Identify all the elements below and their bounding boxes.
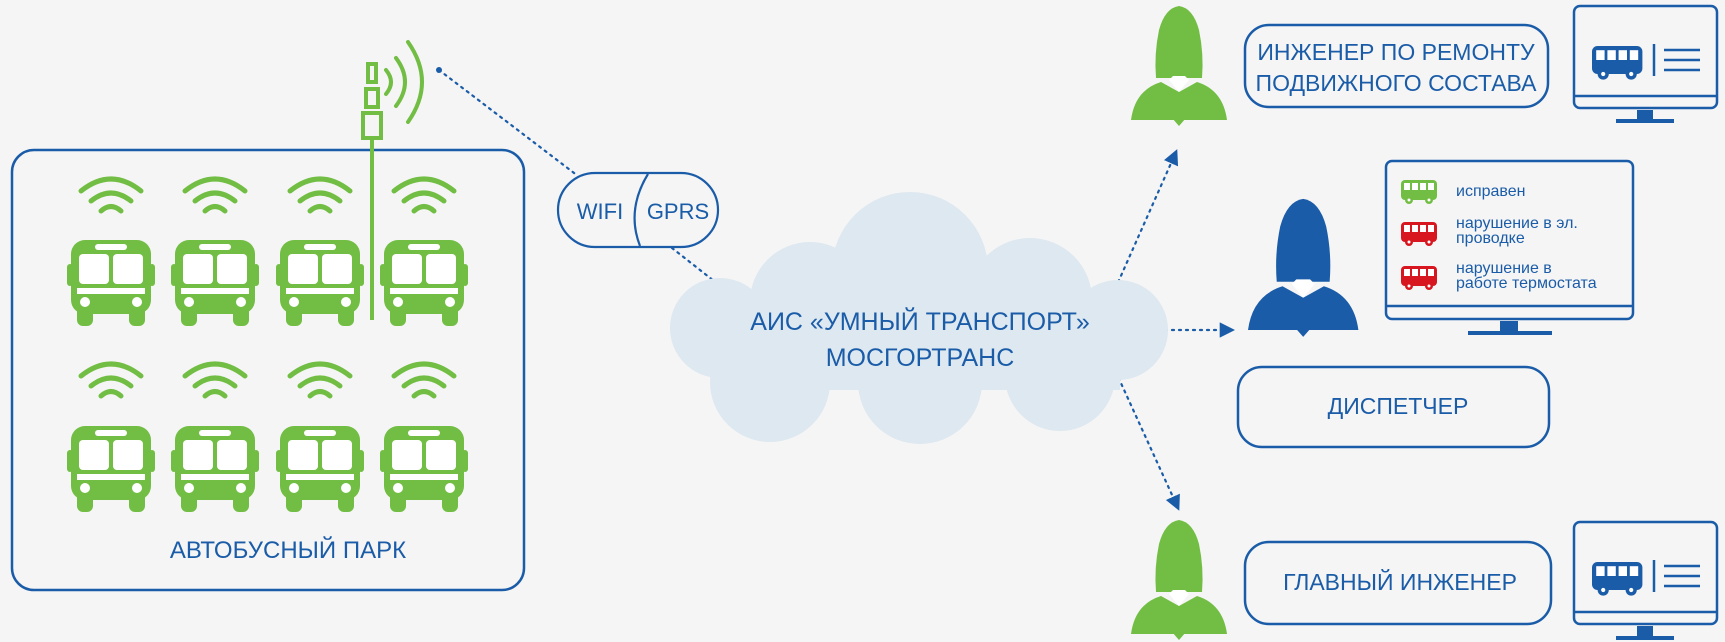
monitor-icon (1572, 520, 1719, 640)
antenna-icon (361, 40, 424, 320)
wifi-icon (394, 364, 454, 396)
wifi-icon (185, 179, 245, 211)
bus-icon (171, 426, 259, 512)
bus-icon (1401, 266, 1437, 290)
gprs-label: GPRS (647, 199, 709, 224)
legend-thermo-line2: работе термостата (1456, 275, 1597, 292)
dispatcher-box (1236, 365, 1551, 449)
wifi-icon (185, 364, 245, 396)
legend-wiring-line1: нарушение в эл. (1456, 215, 1578, 232)
bus-icon (1592, 562, 1643, 596)
monitor-icon (1384, 159, 1635, 335)
person-icon (1131, 520, 1227, 640)
cloud: АИС «УМНЫЙ ТРАНСПОРТ» МОСГОРТРАНС (670, 192, 1168, 444)
repair-engineer: ИНЖЕНЕР ПО РЕМОНТУ ПОДВИЖНОГО СОСТАВА (1131, 4, 1719, 126)
wifi-label: WIFI (577, 199, 623, 224)
antenna-link-line (437, 68, 580, 178)
wifi-icon (290, 364, 350, 396)
wifi-gprs-link: WIFI GPRS (556, 171, 720, 249)
cloud-subtitle: МОСГОРТРАНС (826, 344, 1015, 372)
legend-ok: исправен (1456, 183, 1525, 200)
depot-frame (10, 148, 526, 592)
dispatcher: ДИСПЕТЧЕР исправен нарушение в эл. прово… (1236, 159, 1635, 449)
bus-icon (1592, 46, 1643, 80)
repair-engineer-box (1243, 23, 1550, 109)
cloud-shape (670, 192, 1168, 444)
bus-icon (380, 426, 468, 512)
bus-icon (1401, 180, 1437, 204)
chief-engineer-box (1243, 540, 1553, 626)
repair-engineer-label-line1: ИНЖЕНЕР ПО РЕМОНТУ (1257, 39, 1535, 65)
chief-engineer: ГЛАВНЫЙ ИНЖЕНЕР (1131, 520, 1719, 640)
person-icon (1248, 198, 1359, 337)
legend-wiring-line2: проводке (1456, 230, 1525, 247)
legend-thermo-line1: нарушение в (1456, 260, 1552, 277)
bus-icon (67, 240, 155, 326)
bus-icon (1401, 222, 1437, 246)
cloud-title: АИС «УМНЫЙ ТРАНСПОРТ» (750, 306, 1089, 336)
repair-engineer-label-line2: ПОДВИЖНОГО СОСТАВА (1256, 70, 1538, 96)
status-legend: исправен нарушение в эл. проводке наруше… (1401, 180, 1597, 292)
bus-icon (171, 240, 259, 326)
monitor-icon (1572, 4, 1719, 123)
wifi-icon (81, 364, 141, 396)
chief-engineer-label: ГЛАВНЫЙ ИНЖЕНЕР (1283, 568, 1517, 595)
dispatcher-label: ДИСПЕТЧЕР (1328, 393, 1469, 419)
depot-label: АВТОБУСНЫЙ ПАРК (170, 536, 406, 564)
person-icon (1131, 6, 1227, 126)
bus-icon (276, 426, 364, 512)
bus-icon (380, 240, 468, 326)
wifi-icon (81, 179, 141, 211)
bus-icon (67, 426, 155, 512)
bus-depot: АВТОБУСНЫЙ ПАРК (10, 40, 526, 592)
wifi-icon (290, 179, 350, 211)
bus-icon (276, 240, 364, 326)
wifi-icon (394, 179, 454, 211)
